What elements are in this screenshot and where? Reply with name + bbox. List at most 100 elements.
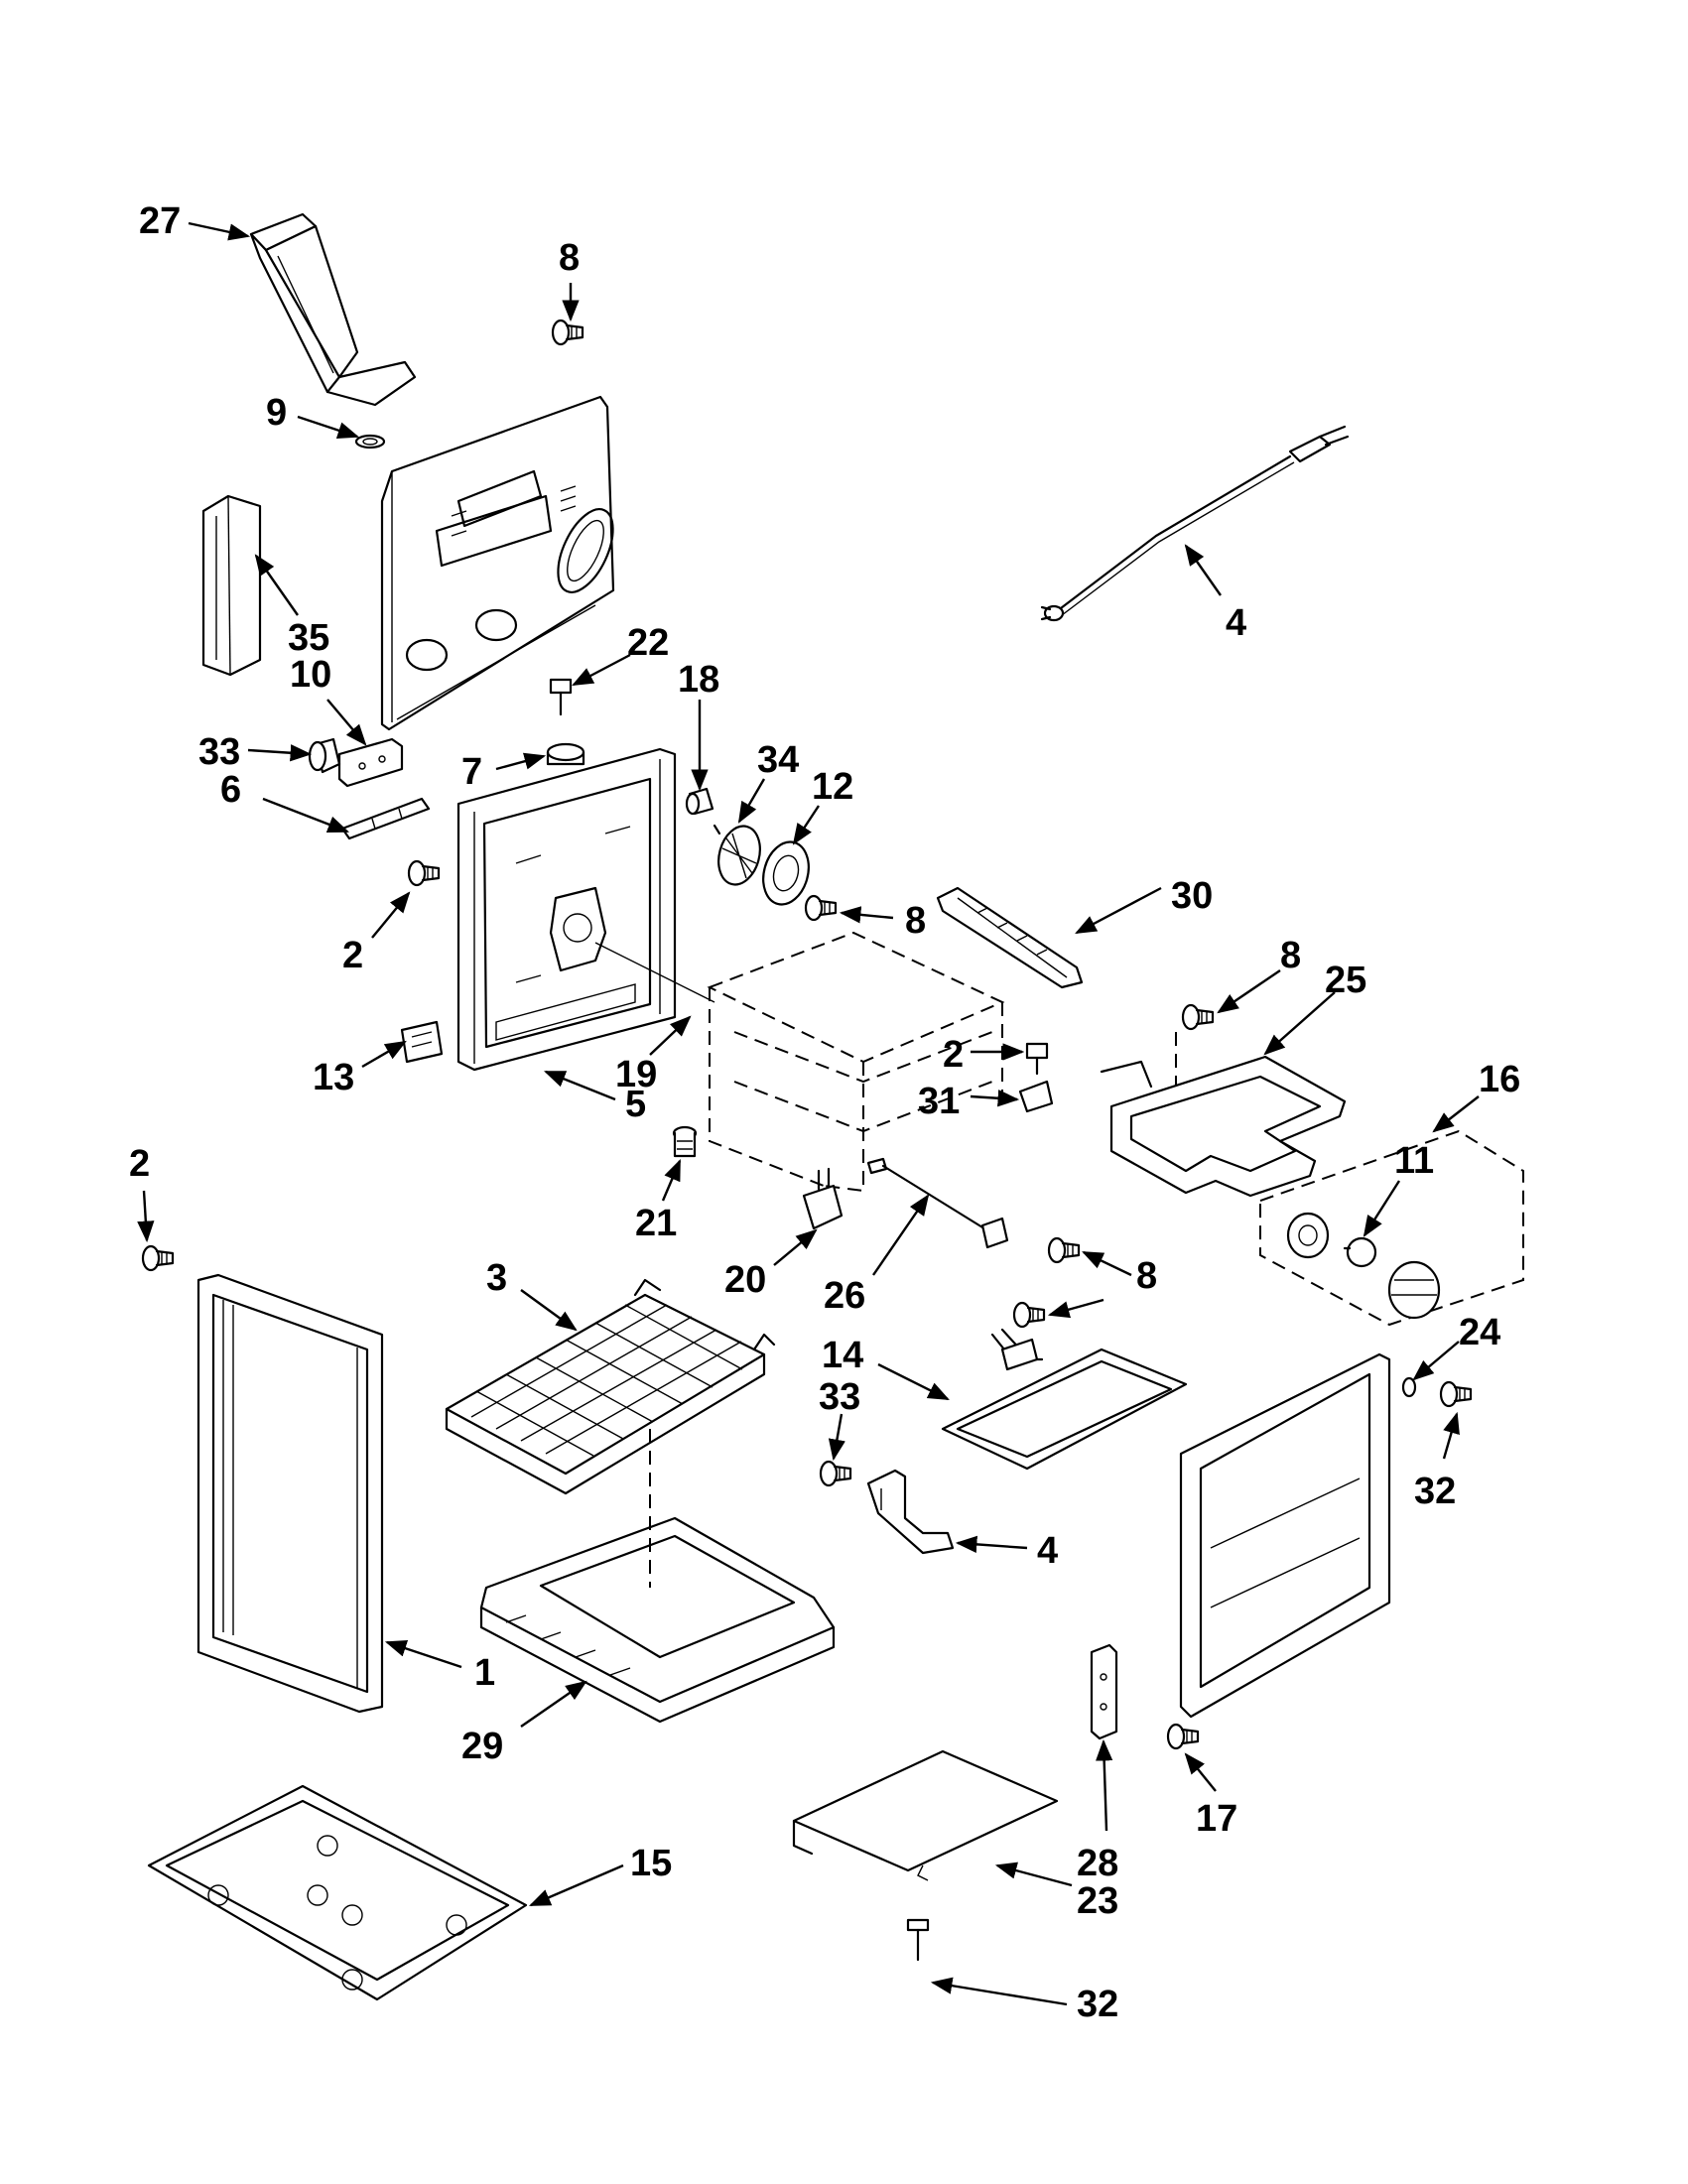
callout-14: 14 <box>822 1335 863 1376</box>
part-18-plug <box>685 787 714 816</box>
leader-8-broil <box>1217 969 1281 1014</box>
callout-2: 2 <box>943 1034 964 1076</box>
leader-9 <box>297 415 360 440</box>
part-24-washer <box>1401 1376 1417 1398</box>
part-8-screw-bake <box>1012 1301 1046 1329</box>
leaders <box>137 221 1480 2006</box>
part-3-oven-rack <box>445 1278 776 1495</box>
part-2-screw-c <box>141 1244 175 1272</box>
callout-15: 15 <box>630 1843 672 1884</box>
leader-22 <box>572 653 631 687</box>
part-1-side-panel <box>196 1273 384 1714</box>
callout-25: 25 <box>1325 960 1366 1001</box>
leader-30 <box>1075 886 1162 935</box>
leader-32-b <box>930 1977 1068 2006</box>
part-31-clip <box>1018 1080 1054 1113</box>
part-9-grommet <box>354 434 386 450</box>
leader-6 <box>262 797 350 834</box>
callout-20: 20 <box>724 1259 766 1301</box>
callout-13: 13 <box>313 1057 354 1098</box>
leader-17 <box>1184 1752 1217 1792</box>
leader-21 <box>661 1159 682 1202</box>
callout-7: 7 <box>461 751 482 793</box>
leader-7 <box>495 752 547 771</box>
part-33-screw <box>819 1460 852 1487</box>
callout-26: 26 <box>824 1275 865 1317</box>
part-7-sensor <box>546 742 585 766</box>
callout-9: 9 <box>266 392 287 434</box>
part-8-screw-fan <box>804 894 838 922</box>
part-34-fan-blade <box>713 824 761 886</box>
part-32-screw-a <box>1439 1380 1473 1408</box>
leader-3 <box>520 1289 578 1332</box>
callout-28: 28 <box>1077 1843 1118 1884</box>
callout-4: 4 <box>1226 602 1246 644</box>
leader-8-fan <box>839 906 894 924</box>
part-33-knob <box>308 737 341 774</box>
part-backguard-panel <box>380 395 615 731</box>
callout-8: 8 <box>1280 935 1301 976</box>
leader-28 <box>1096 1738 1113 1832</box>
callout-2: 2 <box>342 935 363 976</box>
callout-24: 24 <box>1459 1312 1500 1353</box>
part-12-fan-cover <box>762 840 810 906</box>
part-oven-front-frame <box>456 747 677 1072</box>
part-17-screw <box>1166 1723 1200 1750</box>
leader-10 <box>326 699 367 746</box>
leader-12 <box>792 805 821 845</box>
part-2-screw-b <box>1025 1042 1049 1076</box>
leader-11 <box>1363 1180 1401 1237</box>
leader-2-c <box>137 1190 155 1243</box>
callout-22: 22 <box>627 622 669 664</box>
callout-6: 6 <box>220 769 241 811</box>
leader-33-top <box>247 744 313 762</box>
part-21-foot <box>672 1125 698 1158</box>
callout-21: 21 <box>635 1203 677 1244</box>
part-11-bulb <box>1286 1212 1441 1320</box>
leader-15 <box>529 1863 624 1907</box>
part-20-switch <box>802 1167 844 1230</box>
callout-33: 33 <box>819 1376 860 1418</box>
part-25-broil-element <box>1100 1032 1347 1198</box>
callout-10: 10 <box>290 654 331 696</box>
leader-4-bracket <box>955 1535 1028 1554</box>
leader-33-low <box>828 1413 845 1462</box>
callout-3: 3 <box>486 1257 507 1299</box>
callout-27: 27 <box>139 200 181 242</box>
leader-14 <box>877 1362 950 1401</box>
callout-18: 18 <box>678 659 719 701</box>
leader-8-bake <box>1047 1298 1104 1319</box>
leader-27 <box>188 221 251 241</box>
part-30-vent <box>936 886 1084 989</box>
leader-26 <box>872 1194 930 1276</box>
callout-29: 29 <box>461 1726 503 1767</box>
part-8-screw-sensor <box>1047 1236 1081 1264</box>
callout-11: 11 <box>1394 1140 1434 1182</box>
leader-31 <box>970 1090 1020 1107</box>
callout-30: 30 <box>1171 875 1213 917</box>
callout-17: 17 <box>1196 1798 1237 1840</box>
callout-8: 8 <box>1136 1255 1157 1297</box>
callout-5: 5 <box>625 1084 646 1125</box>
callout-8: 8 <box>559 237 580 279</box>
leader-25 <box>1263 991 1336 1056</box>
callout-34: 34 <box>757 739 799 781</box>
callout-labels: 27 8 9 35 10 33 6 22 7 18 34 12 4 8 30 2… <box>129 200 1520 2025</box>
leader-4-cord <box>1184 544 1222 596</box>
callout-23: 23 <box>1077 1880 1118 1922</box>
leader-29 <box>520 1680 587 1728</box>
leader-19 <box>649 1015 692 1056</box>
callout-2: 2 <box>129 1143 150 1185</box>
leader-32-a <box>1442 1411 1460 1460</box>
part-4-bracket <box>866 1469 955 1555</box>
part-27-vent-trim <box>249 212 417 407</box>
callout-8: 8 <box>905 900 926 942</box>
callout-19: 19 <box>615 1054 657 1095</box>
part-22-screw <box>549 678 573 716</box>
part-32-screw-b <box>906 1918 930 1962</box>
callout-12: 12 <box>812 766 853 808</box>
leader-23 <box>994 1862 1073 1887</box>
part-15-bottom-pan <box>147 1784 528 2001</box>
part-19-wire <box>594 942 715 1003</box>
